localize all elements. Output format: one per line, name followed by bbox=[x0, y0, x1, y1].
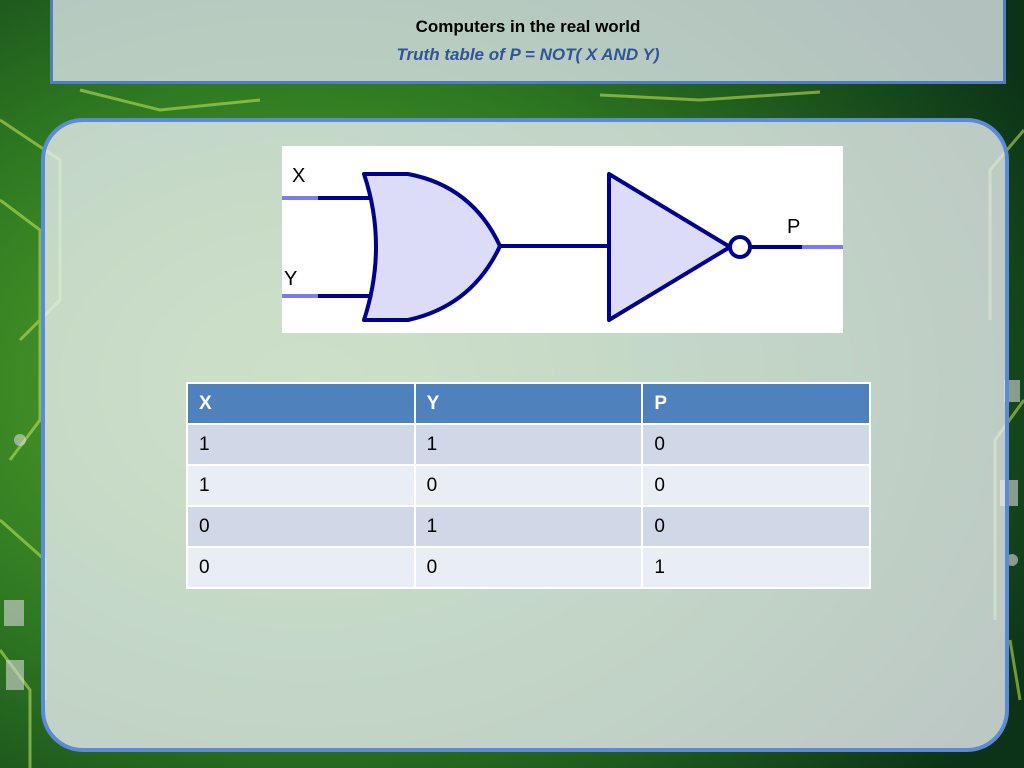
output-p-label: P bbox=[787, 216, 800, 238]
table-row: 1 0 0 bbox=[186, 464, 871, 507]
cell-y: 0 bbox=[413, 464, 644, 507]
cell-x: 1 bbox=[186, 464, 416, 507]
truth-table: X Y P 1 1 0 1 0 0 0 1 0 0 0 1 bbox=[186, 382, 871, 589]
header-y: Y bbox=[413, 382, 644, 425]
cell-y: 1 bbox=[413, 423, 644, 466]
input-x-label: X bbox=[292, 165, 305, 187]
cell-p: 0 bbox=[641, 505, 871, 548]
cell-y: 0 bbox=[413, 546, 644, 589]
cell-x: 0 bbox=[186, 546, 416, 589]
cell-p: 0 bbox=[641, 423, 871, 466]
cell-x: 0 bbox=[186, 505, 416, 548]
header-p: P bbox=[641, 382, 871, 425]
not-gate-symbol bbox=[607, 172, 732, 322]
table-row: 0 1 0 bbox=[186, 505, 871, 548]
cell-y: 1 bbox=[413, 505, 644, 548]
logic-gate-diagram: X Y P bbox=[282, 146, 843, 333]
slide-header: Computers in the real world Truth table … bbox=[50, 0, 1006, 84]
first-gate-symbol bbox=[362, 172, 502, 322]
truth-table-header-row: X Y P bbox=[186, 382, 871, 425]
input-y-label: Y bbox=[284, 268, 297, 290]
table-row: 0 0 1 bbox=[186, 546, 871, 589]
inverter-bubble bbox=[728, 235, 752, 259]
cell-p: 0 bbox=[641, 464, 871, 507]
header-x: X bbox=[186, 382, 416, 425]
table-row: 1 1 0 bbox=[186, 423, 871, 466]
cell-p: 1 bbox=[641, 546, 871, 589]
slide-subtitle: Truth table of P = NOT( X AND Y) bbox=[396, 45, 660, 64]
cell-x: 1 bbox=[186, 423, 416, 466]
slide-title: Computers in the real world bbox=[415, 17, 641, 36]
